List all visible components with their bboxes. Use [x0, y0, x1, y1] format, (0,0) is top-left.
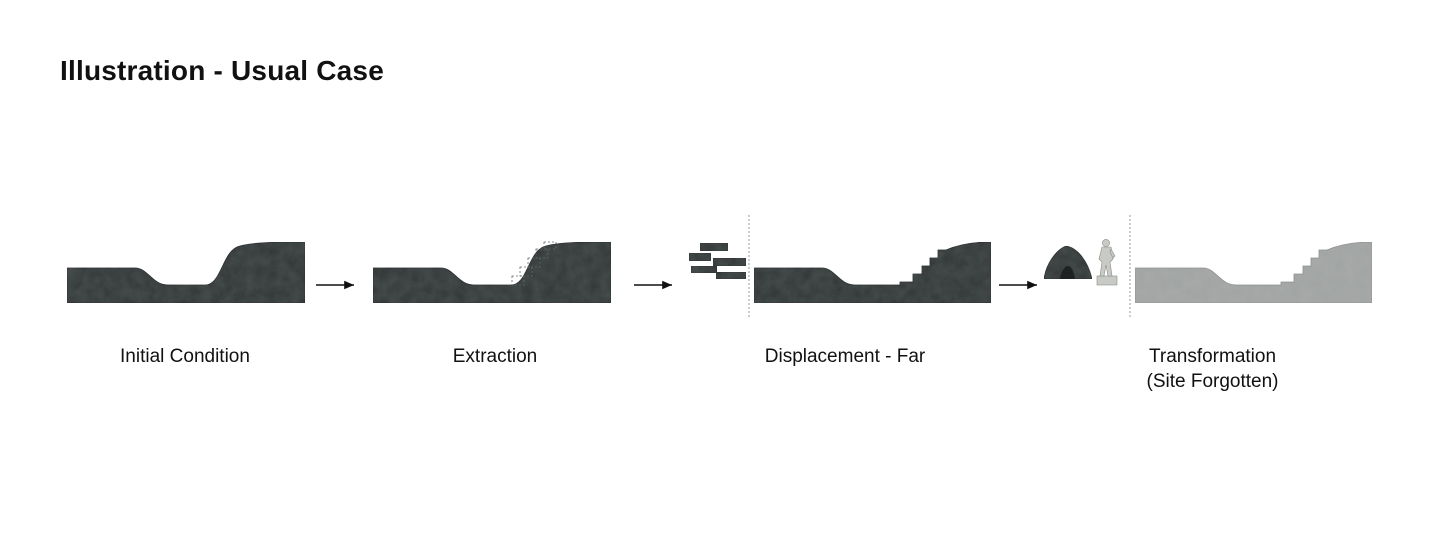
extracted-block: [699, 242, 729, 252]
extracted-block: [690, 265, 718, 274]
extracted-block: [715, 271, 747, 280]
stage-caption-transformation-line2: (Site Forgotten): [1146, 371, 1279, 392]
terrain-initial: [66, 241, 306, 304]
extracted-blocks: [688, 242, 747, 280]
stage-caption-transformation-line1: Transformation: [1148, 346, 1277, 367]
extraction-outline: [511, 241, 557, 286]
statue-icon: [1096, 239, 1118, 286]
terrain-extraction: [372, 241, 612, 304]
stage-caption-extraction: Extraction: [452, 346, 538, 367]
terrain-displacement: [753, 241, 992, 304]
stone-hut-icon: [1043, 245, 1093, 280]
page-title: Illustration - Usual Case: [60, 55, 384, 86]
extracted-block: [712, 257, 747, 267]
stage-caption-displacement: Displacement - Far: [764, 346, 926, 367]
stage-caption-transformation: Transformation (Site Forgotten): [1110, 344, 1315, 394]
terrain-transformation: [1134, 241, 1373, 304]
stage-caption-initial: Initial Condition: [120, 346, 250, 367]
extracted-block: [688, 252, 712, 262]
